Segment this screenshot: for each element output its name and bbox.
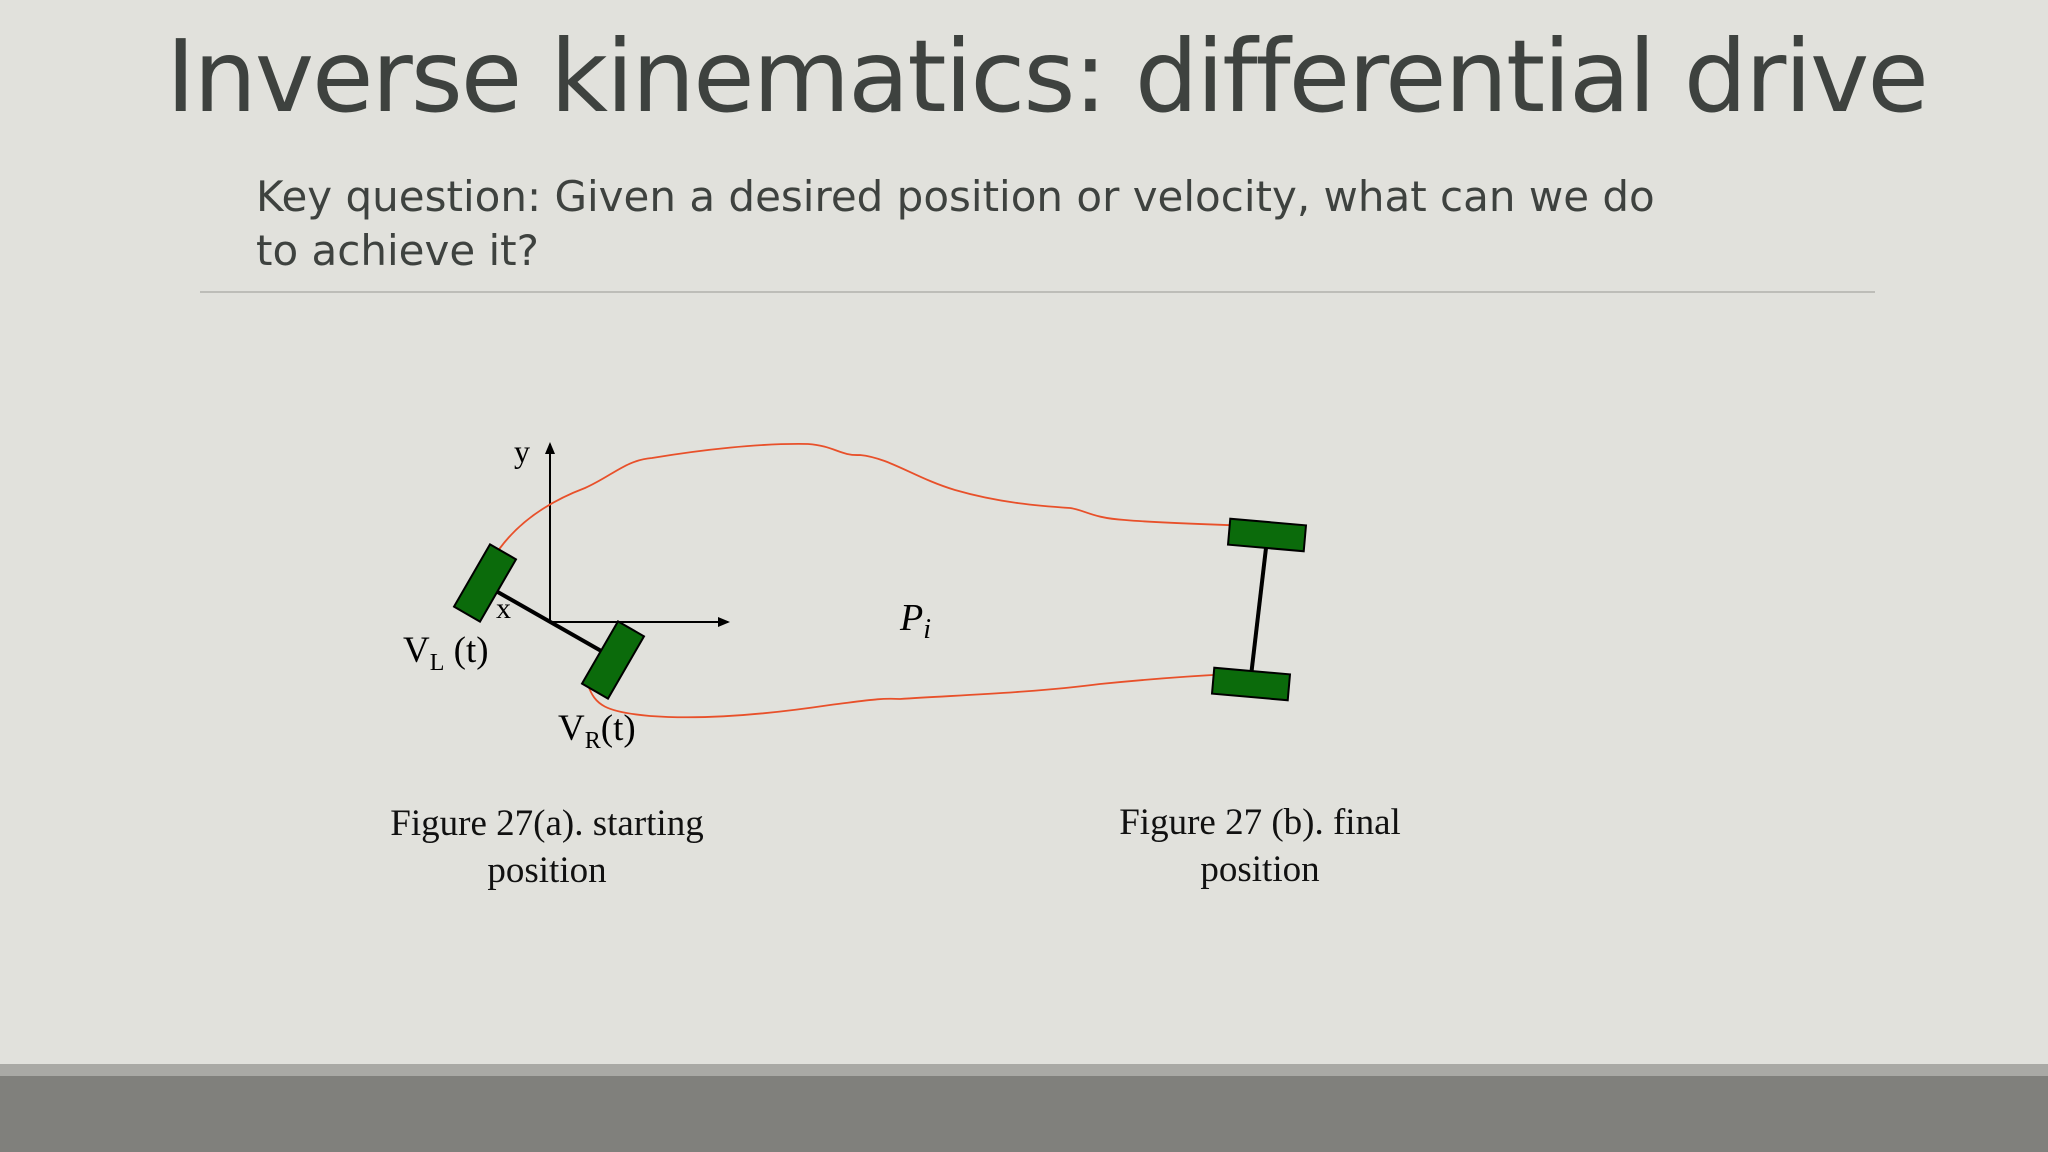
final-axle bbox=[1249, 547, 1268, 677]
final-right-wheel bbox=[1210, 666, 1292, 702]
start-right-wheel bbox=[580, 619, 646, 701]
y-axis-label: y bbox=[514, 433, 530, 469]
title-divider bbox=[200, 291, 1875, 293]
right-wheel-trajectory bbox=[587, 673, 1233, 719]
final-left-wheel bbox=[1226, 517, 1308, 553]
slide-subtitle: Key question: Given a desired position o… bbox=[256, 172, 1655, 275]
footer-bar bbox=[0, 1076, 2048, 1152]
footer-stripe bbox=[0, 1064, 2048, 1076]
slide-title: Inverse kinematics: differential drive bbox=[166, 18, 1929, 135]
left-wheel-velocity-label: VL (t) bbox=[403, 630, 489, 676]
left-wheel-trajectory bbox=[491, 443, 1271, 561]
path-label: Pi bbox=[899, 597, 931, 645]
start-axle bbox=[488, 585, 611, 658]
caption-final-position: Figure 27 (b). final position bbox=[1119, 802, 1401, 890]
start-left-wheel bbox=[452, 542, 518, 624]
x-axis-label: x bbox=[496, 592, 511, 625]
caption-starting-position: Figure 27(a). starting position bbox=[390, 803, 704, 891]
right-wheel-velocity-label: VR(t) bbox=[558, 708, 636, 754]
